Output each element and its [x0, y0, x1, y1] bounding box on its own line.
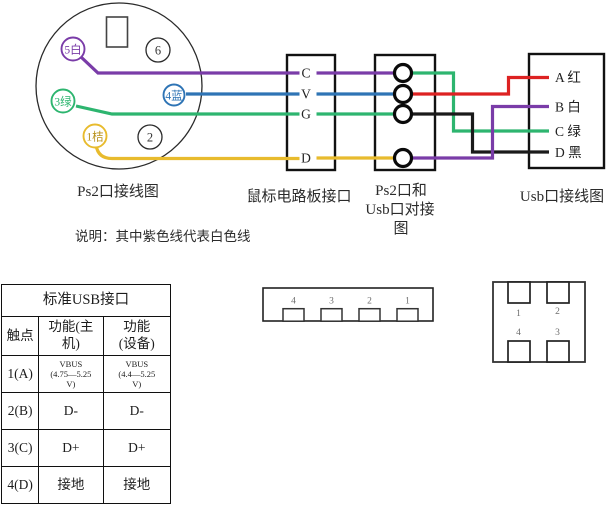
cell-contact-1a: 1(A) [0, 355, 40, 393]
ps2-pin-5-circle [60, 36, 86, 62]
wire-yellow [94, 144, 403, 161]
usb-terminal-b: B 白 [555, 100, 581, 115]
usb-plug-pin-3-num: 3 [329, 297, 334, 307]
usb-plug-pin-4-num: 4 [291, 297, 296, 307]
header-func-device-l1: 功能 [123, 319, 151, 335]
cell-contact-3c: 3(C) [0, 429, 40, 467]
usb-socket-body [492, 281, 586, 363]
dock-pad-1 [392, 62, 414, 84]
vbus-host-l1: VBUS [59, 358, 83, 369]
dock-caption-line1: Ps2口和 [375, 182, 427, 199]
usb-terminal-c: C 绿 [555, 124, 581, 139]
ps2-pin-3-circle [50, 88, 76, 114]
ps2-pin-3-label: 3绿 [54, 95, 72, 109]
usb-plug-pin-4 [282, 307, 305, 322]
ps2-pin-6-circle [145, 37, 171, 63]
ps2-pin-6-label: 6 [155, 44, 161, 58]
usb-socket-pad-1 [507, 281, 531, 304]
ps2-key-slot [105, 16, 129, 48]
ps2-pin-1-circle [82, 123, 108, 149]
cell-device-dplus: D+ [102, 429, 172, 467]
dock-pads [392, 62, 414, 169]
terminal-g: G [301, 107, 311, 122]
ps2-pin-2-circle [137, 124, 163, 150]
mouse-board-caption: 鼠标电路板接口 [246, 187, 351, 205]
usb-plug-pin-1 [396, 307, 419, 322]
usb-socket-num-3: 3 [555, 328, 560, 338]
wire-purple [79, 55, 549, 160]
usb-plug-pin-2-num: 2 [367, 297, 372, 307]
cell-host-dplus: D+ [38, 429, 104, 467]
terminal-v: V [301, 87, 311, 102]
ps2-diagram-caption: Ps2口接线图 [77, 183, 159, 200]
cell-device-dminus: D- [102, 392, 172, 430]
header-func-host-l1: 功能(主 [48, 319, 94, 335]
usb-socket-pad-2 [546, 281, 570, 304]
vbus-host-l3: V) [66, 379, 76, 390]
table-title: 标准USB接口 [1, 284, 171, 317]
wire-red [403, 75, 549, 96]
cell-device-ground: 接地 [102, 466, 172, 504]
header-func-device: 功能 (设备) [102, 316, 172, 356]
table-row: 3(C) D+ D+ [0, 429, 172, 467]
wire-green [75, 71, 549, 133]
dock-caption-line2: Usb口对接 [365, 201, 434, 218]
table-row: 4(D) 接地 接地 [0, 466, 172, 504]
ps2-pin-4-circle [162, 83, 186, 107]
cell-host-ground: 接地 [38, 466, 104, 504]
dock-pad-4 [392, 147, 414, 169]
usb-board-rect [527, 52, 606, 170]
ps2-pin-1-label: 1桔 [86, 130, 103, 144]
header-func-device-l2: (设备) [118, 336, 155, 351]
usb-socket-top-view: 1 2 4 3 [492, 281, 586, 363]
usb-plug-side-view: 4 3 2 1 [262, 287, 434, 322]
cell-contact-2b: 2(B) [0, 392, 40, 430]
usb-spec-table: 标准USB接口 触点 功能(主 机) 功能 (设备) 1(A) VBUS (4.… [0, 284, 172, 504]
usb-socket-num-2: 2 [555, 307, 560, 317]
ps2-pin-2-label: 2 [147, 131, 153, 145]
dock-caption-line3: 图 [393, 220, 408, 237]
ps2-pin-5-label: 5白 [64, 43, 81, 57]
header-func-host: 功能(主 机) [38, 316, 104, 356]
table-row: 1(A) VBUS (4.75—5.25 V) VBUS (4.4—5.25 V… [0, 355, 172, 393]
usb-plug-pin-3 [320, 307, 343, 322]
header-func-host-l2: 机) [61, 336, 80, 351]
usb-socket-pad-3 [546, 340, 570, 363]
header-contact: 触点 [0, 316, 40, 356]
dock-pad-2 [392, 83, 414, 105]
wire-black [403, 112, 549, 154]
usb-plug-pin-1-num: 1 [405, 297, 410, 307]
cell-device-vbus: VBUS (4.4—5.25 V) [102, 355, 172, 393]
usb-socket-num-4: 4 [516, 328, 521, 338]
vbus-device-l2: (4.4—5.25 [118, 368, 156, 379]
usb-plug-pin-2 [358, 307, 381, 322]
ps2-connector-circle [35, 2, 203, 170]
cell-host-vbus: VBUS (4.75—5.25 V) [38, 355, 104, 393]
dock-pad-3 [392, 103, 414, 125]
usb-diagram-caption: Usb口接线图 [520, 188, 604, 205]
vbus-device-l1: VBUS [125, 358, 149, 369]
usb-socket-pad-4 [507, 340, 531, 363]
terminal-d: D [301, 151, 311, 166]
terminal-c: C [301, 66, 310, 81]
cell-host-dminus: D- [38, 392, 104, 430]
vbus-device-l3: V) [132, 379, 142, 390]
usb-terminal-d: D 黑 [555, 145, 582, 160]
vbus-host-l2: (4.75—5.25 [50, 368, 92, 379]
usb-terminal-a: A 红 [555, 70, 581, 85]
cell-contact-4d: 4(D) [0, 466, 40, 504]
note-text: 说明：其中紫色线代表白色线 [75, 228, 251, 244]
ps2-pin-4-label: 4蓝 [165, 90, 182, 103]
usb-socket-num-1: 1 [516, 309, 521, 319]
table-row: 2(B) D- D- [0, 392, 172, 430]
